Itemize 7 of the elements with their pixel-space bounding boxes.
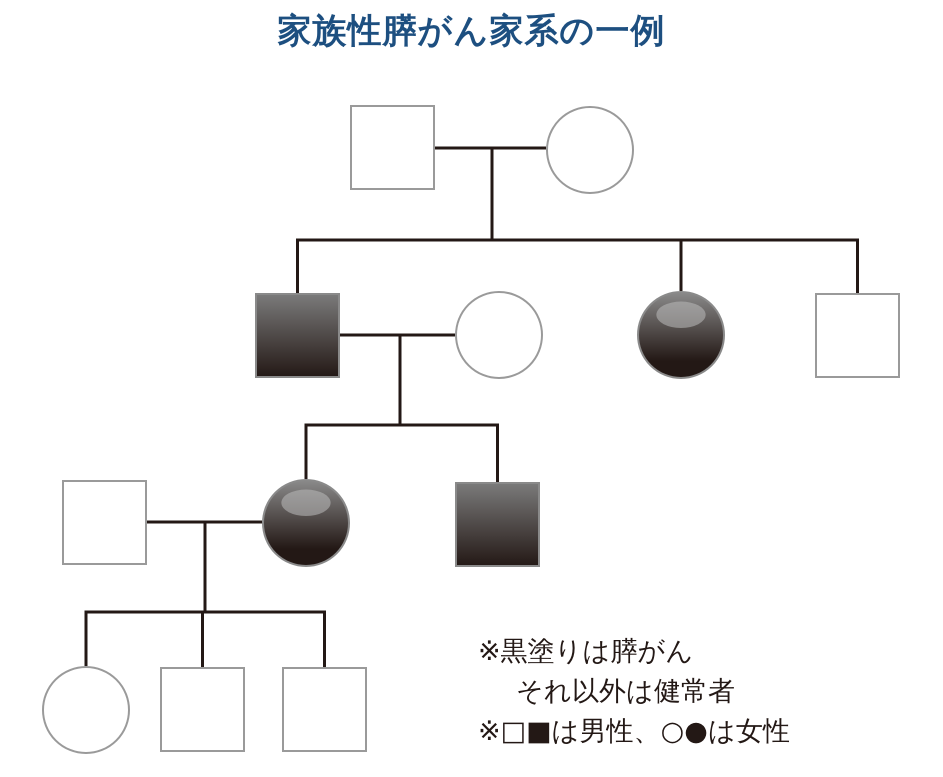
family-line — [304, 334, 499, 484]
family-line — [84, 520, 326, 668]
legend-note: ※黒塗りは膵がん — [478, 635, 694, 669]
family-line — [296, 146, 859, 294]
diagram-title: 家族性膵がん家系の一例 — [278, 10, 666, 53]
legend-note: それ以外は健常者 — [516, 675, 735, 709]
legend-note: ※□■は男性、○●は女性 — [478, 715, 790, 749]
